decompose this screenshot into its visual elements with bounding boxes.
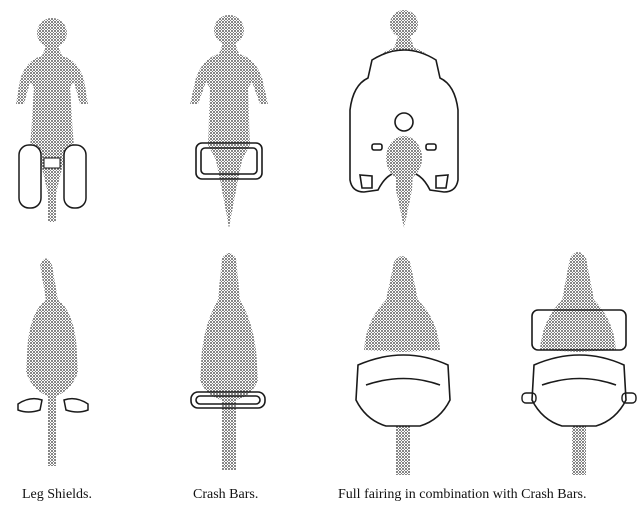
headlamp <box>44 158 60 168</box>
fairing-shell-top <box>356 355 450 426</box>
caption-full-fairing: Full fairing in combination with Crash B… <box>338 487 586 503</box>
leg-shields-top-figure <box>18 259 88 467</box>
caption-crash-bars: Crash Bars. <box>193 487 258 503</box>
rider-front-silhouette <box>190 15 268 228</box>
leg-shield-right-top <box>64 399 88 412</box>
full-fairing-top-figure <box>356 256 450 475</box>
full-fairing-front-figure <box>350 10 458 228</box>
fairing-with-crash-bars-top-figure <box>522 252 636 475</box>
crash-bars-front-figure <box>190 15 268 228</box>
fairing-shell-top <box>532 355 626 426</box>
rider-top-silhouette <box>200 253 258 470</box>
rider-top-silhouette <box>26 259 78 467</box>
leg-shield-left <box>19 145 41 208</box>
leg-shield-right <box>64 145 86 208</box>
fairing-tank <box>386 136 422 180</box>
caption-leg-shields: Leg Shields. <box>22 487 92 503</box>
crash-bars-top-figure <box>191 253 265 470</box>
leg-shields-front-figure <box>16 18 88 222</box>
leg-shield-left-top <box>18 399 42 412</box>
